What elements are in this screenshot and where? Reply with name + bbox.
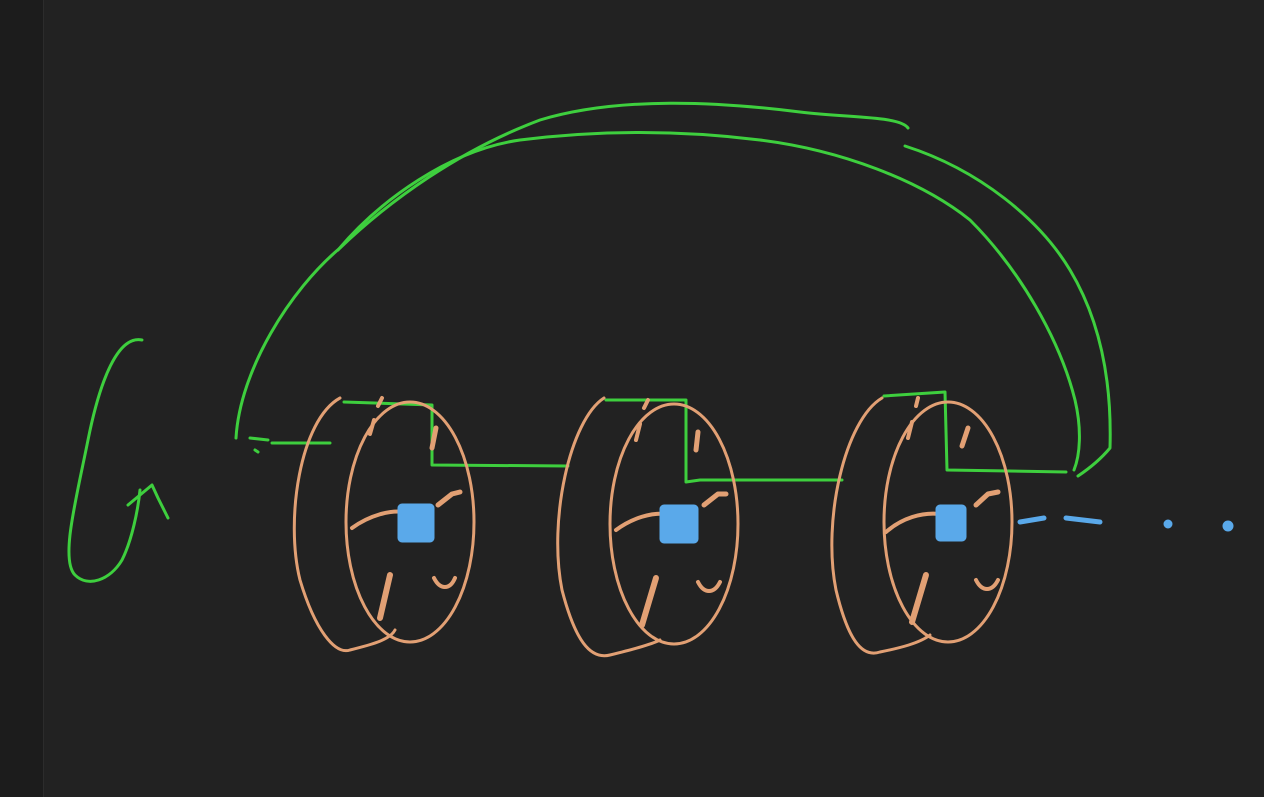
hub-2 xyxy=(659,504,699,544)
wheel-1 xyxy=(292,396,476,653)
outer-arc-right xyxy=(903,144,1112,478)
inner-arc xyxy=(336,131,1081,472)
continuation-dots xyxy=(1017,515,1234,532)
wheel-connectors xyxy=(342,390,1068,484)
hub-1 xyxy=(397,503,435,543)
arc-connections xyxy=(234,101,1112,478)
return-arrow xyxy=(67,338,170,583)
wheel-3 xyxy=(830,396,1014,655)
outer-arc xyxy=(234,101,910,440)
left-sidebar-strip xyxy=(0,0,44,797)
hub-3 xyxy=(935,504,967,542)
wheel-2 xyxy=(556,396,740,658)
